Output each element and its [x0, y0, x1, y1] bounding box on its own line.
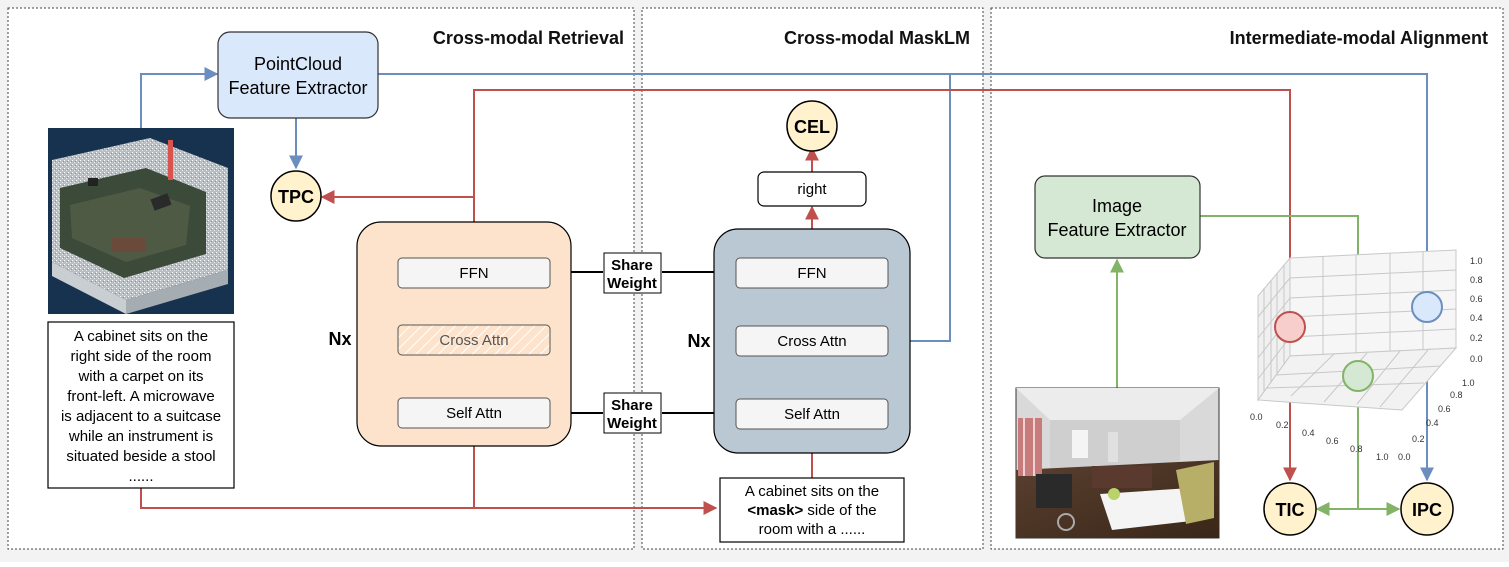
z-axis-ticks: 0.0 0.2 0.4 0.6 0.8 1.0 — [1470, 256, 1483, 364]
section-title-retrieval: Cross-modal Retrieval — [433, 28, 624, 48]
share-weight-top-box — [603, 252, 662, 294]
cel-node — [786, 100, 838, 152]
encoder-nx-label: Nx — [328, 329, 351, 349]
encoder-cross-attn-box — [397, 324, 551, 356]
decoder-self-attn-box — [735, 398, 889, 430]
decoder-ffn-box — [735, 257, 889, 289]
y-tick-3: 0.6 — [1438, 404, 1451, 414]
y-axis-ticks: 0.0 0.2 0.4 0.6 0.8 1.0 — [1398, 378, 1475, 462]
masked-text-line-2: <mask> side of the — [747, 502, 876, 519]
share-weight-bottom-line-1: Share — [611, 397, 653, 414]
edge-text-to-masked — [140, 488, 718, 515]
masked-text-box — [719, 477, 905, 543]
decoder-self-attn-label: Self Attn — [784, 406, 840, 423]
encoder-ffn-box — [397, 257, 551, 289]
x-tick-0: 0.0 — [1250, 412, 1263, 422]
z-tick-1: 0.2 — [1470, 333, 1483, 343]
share-weight-top-line-2: Weight — [607, 275, 657, 292]
share-weight-bottom-line-2: Weight — [607, 415, 657, 432]
z-tick-5: 1.0 — [1470, 256, 1483, 266]
scene-description-box — [47, 321, 235, 489]
tic-label: TIC — [1276, 500, 1305, 520]
image-extractor-line-1: Image — [1092, 196, 1142, 216]
tic-node — [1263, 482, 1317, 536]
section-title-masklm: Cross-modal MaskLM — [784, 28, 970, 48]
z-tick-0: 0.0 — [1470, 354, 1483, 364]
encoder-self-attn-label: Self Attn — [446, 405, 502, 422]
scene-line-2: right side of the room — [71, 348, 212, 365]
scene-line-3: with a carpet on its — [77, 368, 203, 385]
encoder-cross-attn-label: Cross Attn — [439, 332, 508, 349]
share-weight-top-line-1: Share — [611, 257, 653, 274]
z-tick-3: 0.6 — [1470, 294, 1483, 304]
z-tick-2: 0.4 — [1470, 313, 1483, 323]
tpc-node — [270, 170, 322, 222]
ipc-label: IPC — [1412, 500, 1442, 520]
image-extractor-box — [1034, 175, 1201, 259]
scene-line-4: front-left. A microwave — [67, 388, 215, 405]
decoder-cross-attn-label: Cross Attn — [777, 333, 846, 350]
mask-token: <mask> — [747, 502, 803, 519]
z-tick-4: 0.8 — [1470, 275, 1483, 285]
share-weight-bottom-box — [603, 392, 662, 434]
decoder-nx-label: Nx — [687, 331, 710, 351]
image-extractor-line-2: Feature Extractor — [1047, 220, 1186, 240]
ipc-node — [1400, 482, 1454, 536]
pointcloud-scene-image — [48, 128, 234, 314]
text-embedding-point — [1274, 311, 1306, 343]
x-tick-1: 0.2 — [1276, 420, 1289, 430]
pointcloud-extractor-box — [217, 31, 379, 119]
section-title-alignment: Intermediate-modal Alignment — [1230, 28, 1488, 48]
x-tick-2: 0.4 — [1302, 428, 1315, 438]
pointcloud-extractor-line-2: Feature Extractor — [228, 78, 367, 98]
room-image — [1015, 387, 1220, 539]
y-tick-4: 0.8 — [1450, 390, 1463, 400]
scene-line-1: A cabinet sits on the — [74, 328, 208, 345]
y-tick-0: 0.0 — [1398, 452, 1411, 462]
scene-line-5: is adjacent to a suitcase — [61, 408, 221, 425]
encoder-ffn-label: FFN — [459, 265, 488, 282]
pointcloud-embedding-point — [1411, 291, 1443, 323]
output-token-label: right — [797, 181, 827, 198]
edge-pc-to-extractor — [140, 67, 219, 128]
masked-text-line-1: A cabinet sits on the — [745, 483, 879, 500]
pointcloud-extractor-line-1: PointCloud — [254, 54, 342, 74]
output-token-box — [757, 171, 867, 207]
decoder-ffn-label: FFN — [797, 265, 826, 282]
scene-line-6: while an instrument is — [68, 428, 213, 445]
x-axis-ticks: 0.0 0.2 0.4 0.6 0.8 1.0 — [1250, 412, 1389, 462]
edge-ffn-to-top — [473, 89, 1297, 312]
tpc-label: TPC — [278, 187, 314, 207]
y-tick-2: 0.4 — [1426, 418, 1439, 428]
masked-text-line-3: room with a ...... — [759, 521, 866, 538]
encoder-self-attn-box — [397, 397, 551, 429]
edge-extractor-to-ipc — [378, 73, 1434, 292]
decoder-cross-attn-box — [735, 325, 889, 357]
x-tick-5: 1.0 — [1376, 452, 1389, 462]
masked-text-line-2-rest: side of the — [803, 502, 876, 519]
y-tick-5: 1.0 — [1462, 378, 1475, 388]
image-embedding-point — [1342, 360, 1374, 392]
x-tick-4: 0.8 — [1350, 444, 1363, 454]
y-tick-1: 0.2 — [1412, 434, 1425, 444]
cel-label: CEL — [794, 117, 830, 137]
x-tick-3: 0.6 — [1326, 436, 1339, 446]
scene-line-7: situated beside a stool — [66, 448, 215, 465]
scene-line-8: ...... — [128, 468, 153, 485]
